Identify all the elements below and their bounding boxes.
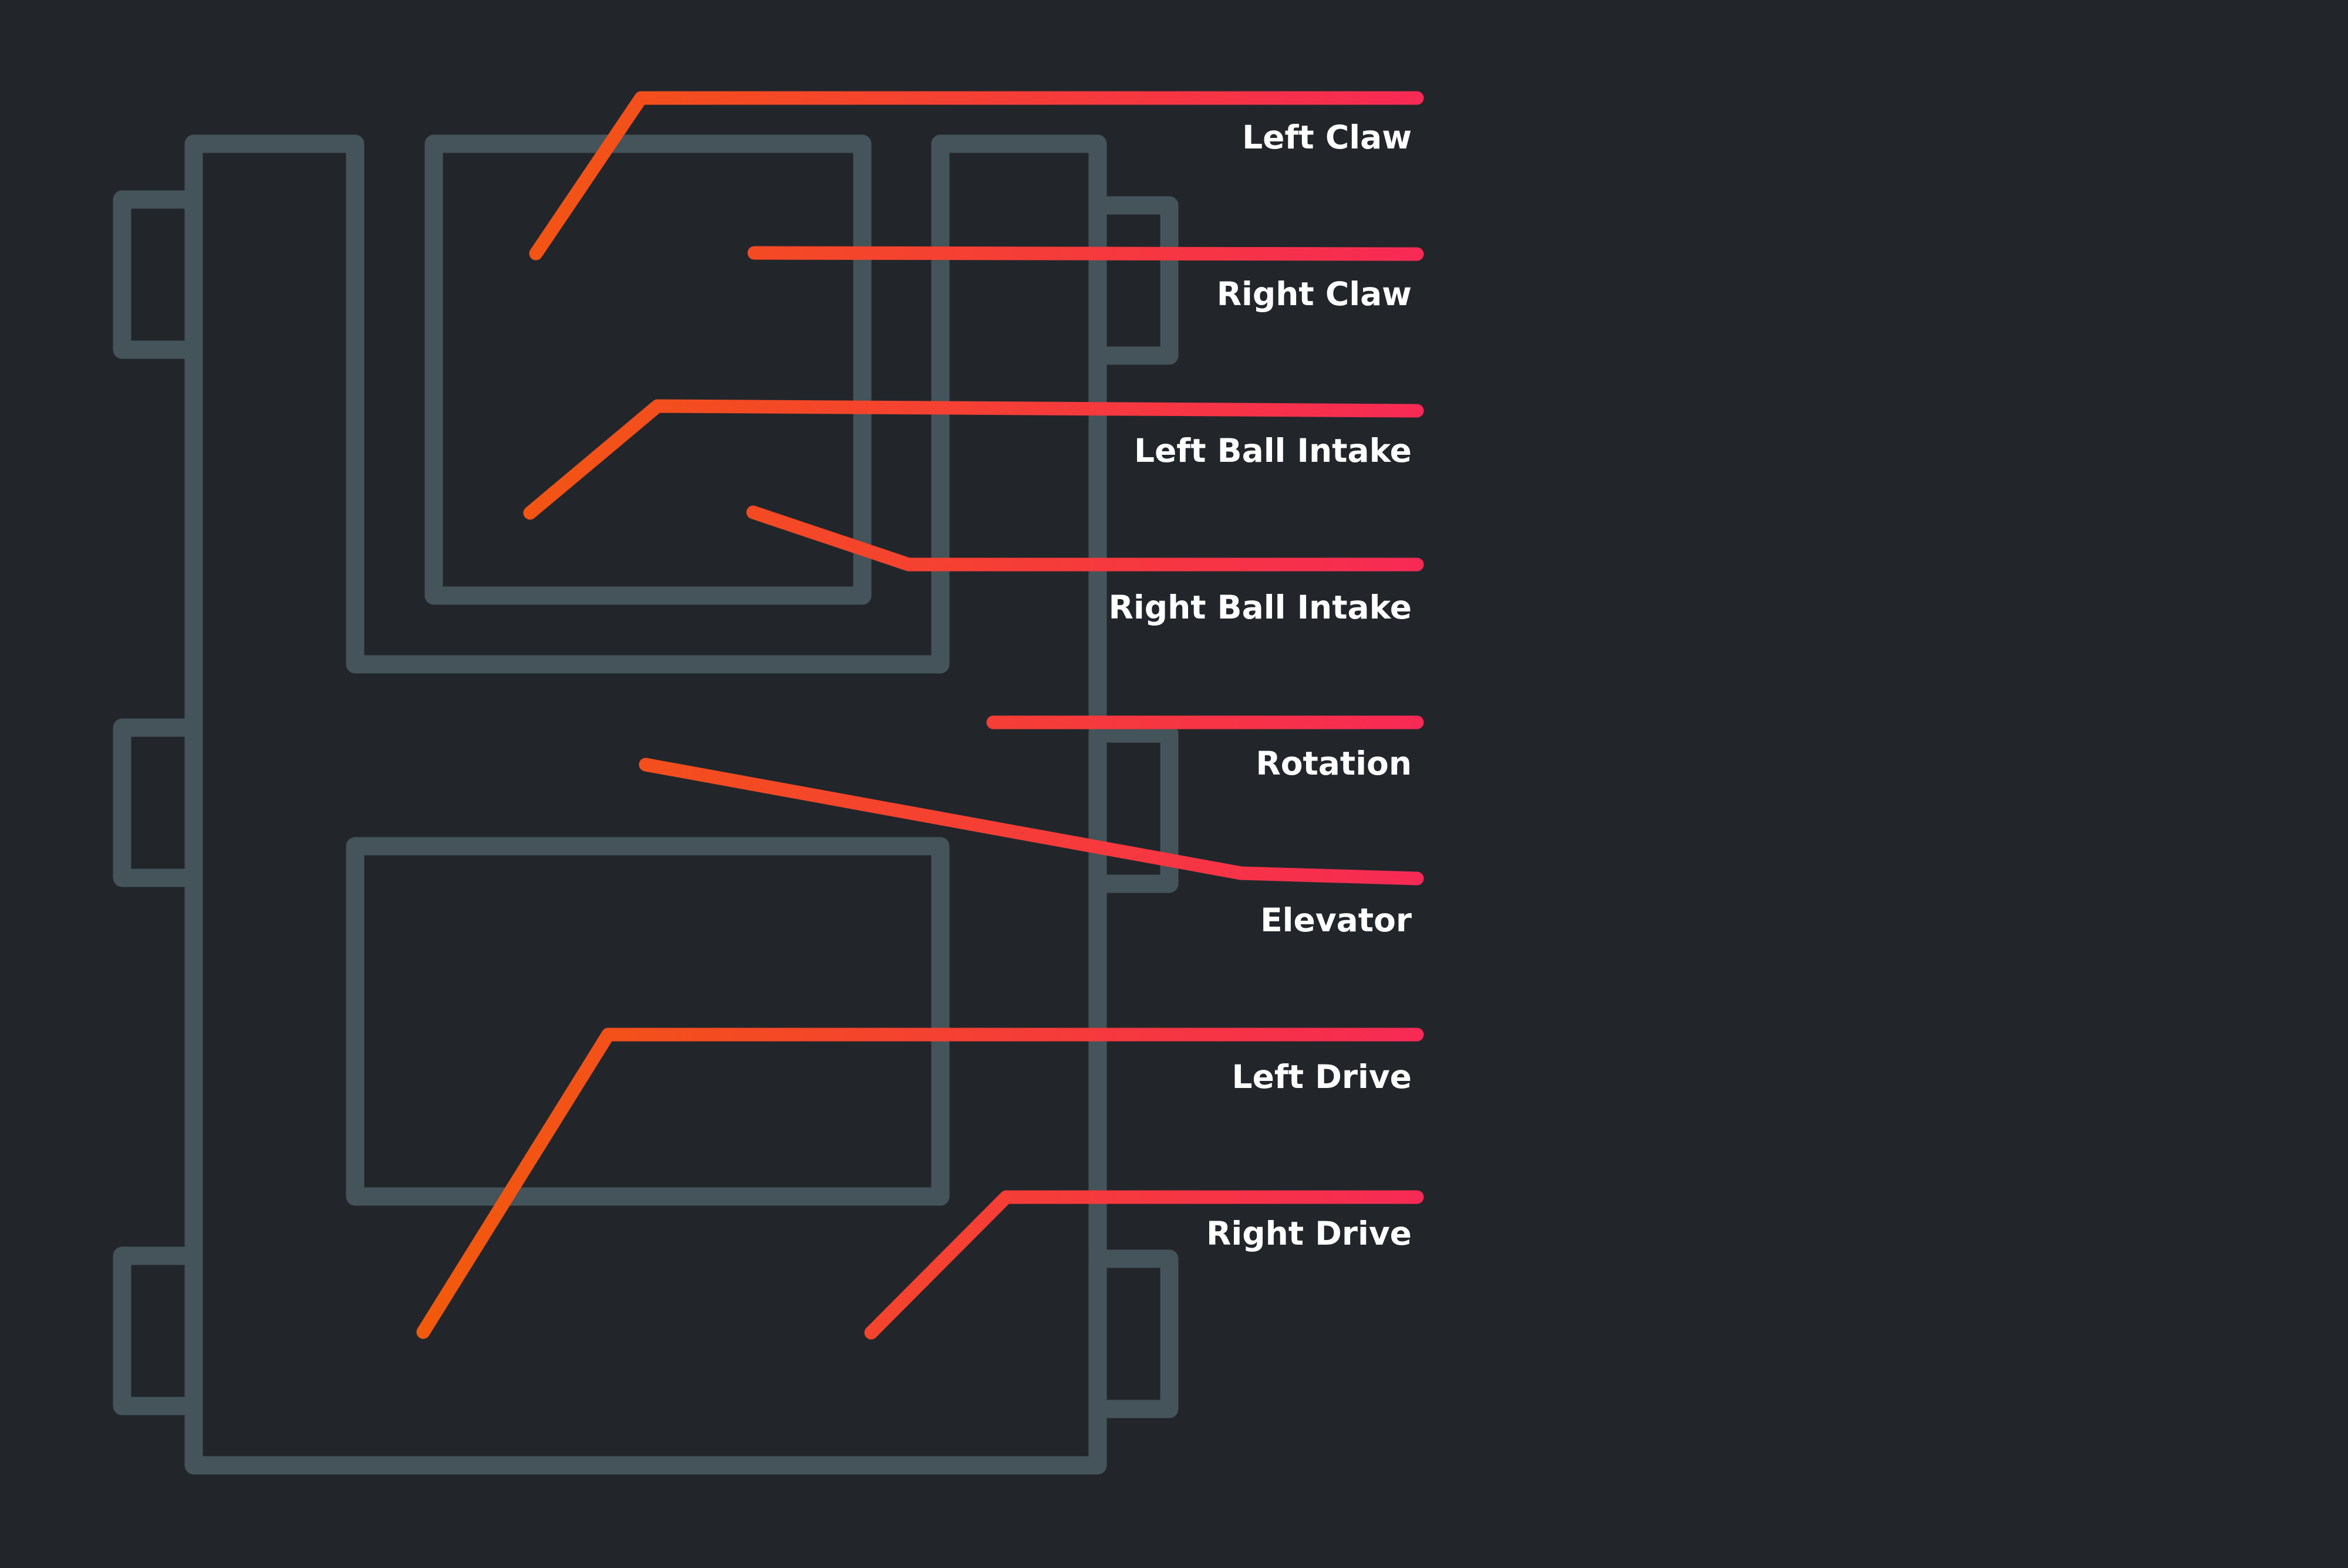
leader-right-claw [747, 246, 1424, 261]
label-right-drive: Right Drive [1206, 1215, 1412, 1252]
claw-compartment [424, 134, 872, 605]
left-wheel-middle [113, 718, 203, 887]
label-left-drive: Left Drive [1232, 1058, 1412, 1096]
left-wheel-bottom [113, 1246, 203, 1415]
leader-left-ball-intake [523, 399, 1424, 520]
label-left-claw: Left Claw [1242, 119, 1412, 156]
leader-left-drive [416, 1028, 1424, 1339]
right-wheel-top [1088, 196, 1179, 365]
leader-right-ball-intake [746, 505, 1424, 572]
label-rotation: Rotation [1256, 745, 1412, 782]
leader-lines [416, 91, 1424, 1340]
leader-left-claw [529, 91, 1424, 261]
lower-compartment [346, 837, 950, 1206]
leader-elevator [639, 758, 1424, 886]
right-wheel-bottom [1088, 1249, 1179, 1418]
label-elevator: Elevator [1260, 901, 1412, 939]
label-left-ball-intake: Left Ball Intake [1133, 432, 1412, 469]
label-right-claw: Right Claw [1216, 275, 1412, 313]
right-wheel-middle [1088, 724, 1179, 893]
left-wheel-top [113, 190, 203, 359]
label-right-ball-intake: Right Ball Intake [1108, 589, 1412, 626]
chassis-outline [184, 134, 1107, 1475]
leader-right-drive [864, 1190, 1424, 1340]
robot-outline [113, 134, 1179, 1475]
